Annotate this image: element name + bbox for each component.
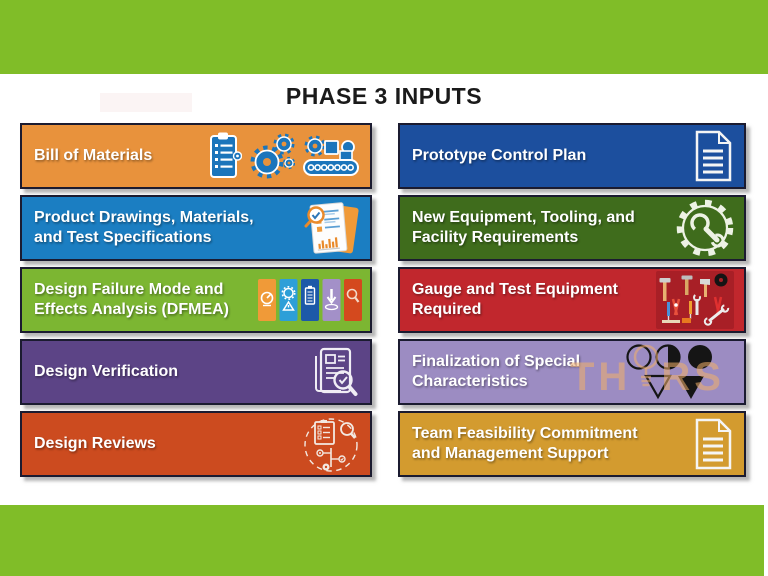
- box-label: Prototype Control Plan: [412, 147, 587, 165]
- page-title: PHASE 3 INPUTS: [285, 83, 483, 109]
- input-box-new-equipment: New Equipment, Tooling, and Facility Req…: [398, 195, 746, 261]
- box-label: New Equipment, Tooling, and Facility Req…: [412, 209, 635, 246]
- box-label: Team Feasibility Commitment and Manageme…: [412, 425, 638, 462]
- box-label: Design Failure Mode and Effects Analysis…: [34, 281, 229, 318]
- box-label: Design Verification: [34, 363, 179, 381]
- bottom-green-band: [0, 505, 764, 576]
- input-box-product-drawings: Product Drawings, Materials, and Test Sp…: [20, 195, 372, 261]
- magnifier-tile-icon: [344, 279, 362, 321]
- box-label: Product Drawings, Materials, and Test Sp…: [34, 209, 254, 246]
- documents-folder-magnifier-icon: [304, 202, 359, 254]
- top-green-band: [0, 0, 768, 74]
- input-box-design-reviews: Design Reviews: [20, 411, 372, 477]
- checklist-clipboard-icon: [210, 132, 242, 178]
- gear-wrench-icon: [676, 199, 734, 257]
- input-box-team-feasibility: Team Feasibility Commitment and Manageme…: [398, 411, 746, 477]
- input-box-dfmea: Design Failure Mode and Effects Analysis…: [20, 267, 372, 333]
- input-box-design-verification: Design Verification: [20, 339, 372, 405]
- box-label: Finalization of Special Characteristics: [412, 353, 581, 390]
- box-label: Bill of Materials: [34, 147, 153, 165]
- conveyor-belt-icon: [303, 135, 359, 176]
- special-characteristic-symbols-icon: [626, 344, 712, 400]
- input-box-prototype-control-plan: Prototype Control Plan: [398, 123, 746, 189]
- document-lines-icon: [695, 130, 732, 182]
- faint-watermark-remnant: [100, 93, 192, 112]
- document-magnifier-icon: [315, 347, 358, 396]
- box-label: Design Reviews: [34, 435, 156, 453]
- document-lines-icon: [695, 418, 732, 470]
- input-box-gauge-test-equipment: Gauge and Test Equipment Required: [398, 267, 746, 333]
- input-box-bill-of-materials: Bill of Materials: [20, 123, 372, 189]
- gauge-tile-icon: [258, 279, 276, 321]
- gears-icon: [250, 133, 295, 179]
- review-checklist-flow-icon: [304, 418, 358, 472]
- box-label: Gauge and Test Equipment Required: [412, 281, 618, 318]
- checklist-tile-icon: [301, 279, 319, 321]
- tool-kit-icon: [656, 271, 734, 329]
- dfmea-tiles-icon: [258, 279, 362, 321]
- input-box-special-characteristics: Finalization of Special Characteristics: [398, 339, 746, 405]
